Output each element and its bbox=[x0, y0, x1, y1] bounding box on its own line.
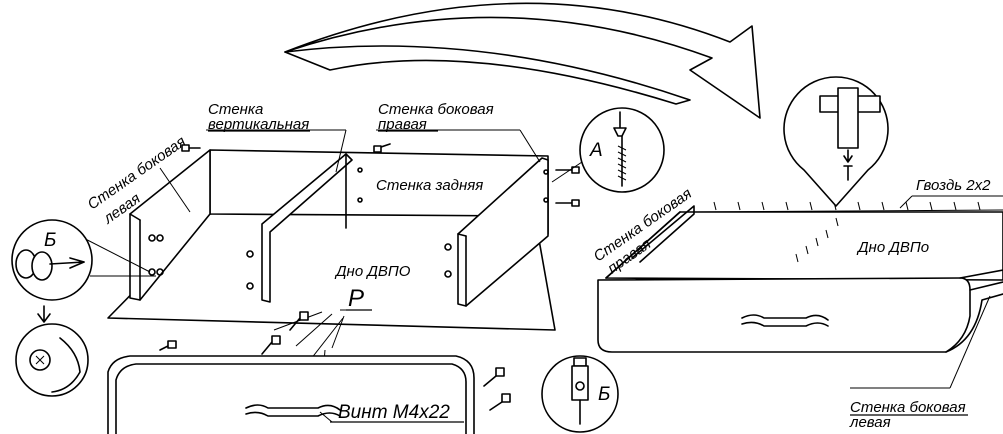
label-screw: Винт М4х22 bbox=[338, 402, 450, 423]
label-wall-side-right-2: правая bbox=[378, 116, 427, 133]
callout-a bbox=[579, 107, 665, 193]
label-right-side-left-1: Стенка боковая bbox=[850, 399, 966, 416]
label-wall-vertical-1: Стенка bbox=[208, 101, 263, 118]
label-right-side-left-2: левая bbox=[849, 414, 891, 431]
label-callout-b: Б bbox=[44, 230, 56, 251]
label-callout-a: А bbox=[589, 140, 603, 161]
label-bottom-dvpo-right: Дно ДВПо bbox=[856, 239, 929, 256]
label-callout-b2: Б bbox=[598, 384, 610, 405]
label-nail: Гвоздь 2х2 bbox=[916, 177, 991, 194]
label-bottom-dvpo: Дно ДВПО bbox=[334, 263, 411, 280]
drawer-box-left bbox=[107, 143, 580, 331]
label-wall-back: Стенка задняя bbox=[376, 177, 483, 194]
transition-arrow bbox=[284, 2, 761, 119]
label-wall-vertical-2: вертикальная bbox=[208, 116, 309, 133]
callout-b-left bbox=[11, 219, 93, 397]
callout-b-bottom bbox=[541, 355, 619, 433]
label-callout-p: Р bbox=[348, 285, 364, 312]
right-side-wall bbox=[457, 157, 549, 307]
label-wall-side-right-1: Стенка боковая bbox=[378, 101, 494, 118]
drawer-front-lower bbox=[107, 311, 511, 434]
callout-hammer bbox=[783, 76, 889, 207]
left-side-wall bbox=[129, 149, 211, 301]
drawer-assembled-right bbox=[597, 195, 1003, 389]
right-bottom-panel bbox=[605, 211, 1003, 281]
